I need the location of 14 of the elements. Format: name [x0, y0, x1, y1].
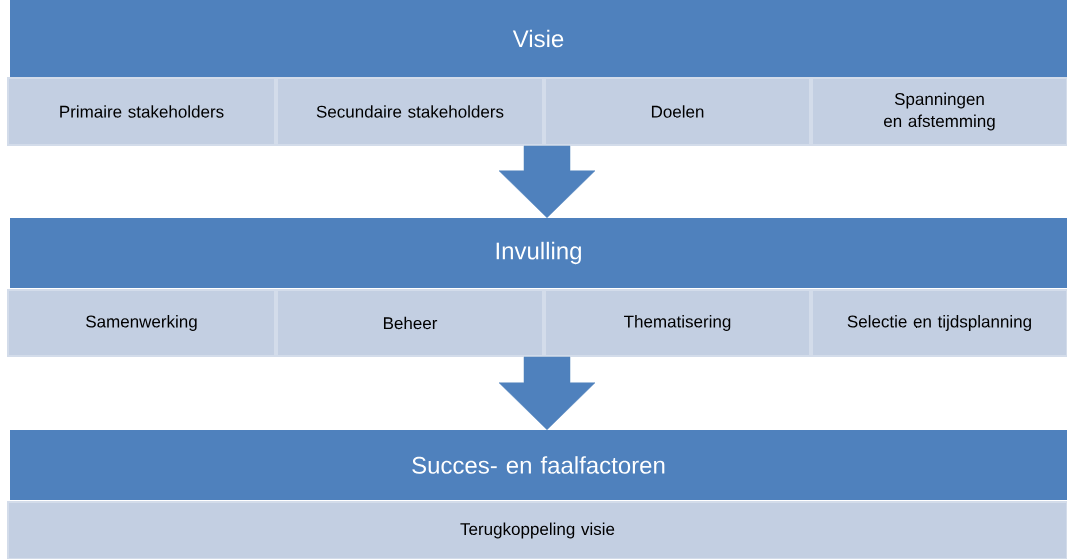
item-box: Beheer — [276, 289, 544, 357]
item-box: Spanningen en afstemming — [811, 77, 1067, 146]
block-arrow — [498, 145, 596, 219]
item-box: Selectie en tijdsplanning — [811, 289, 1067, 357]
item-box: Primaire stakeholders — [7, 77, 276, 146]
item-box: Secundaire stakeholders — [276, 77, 544, 146]
item-box: Samenwerking — [7, 289, 276, 357]
heading-band: Succes- en faalfactoren — [10, 430, 1067, 500]
heading-band: Visie — [10, 0, 1067, 77]
item-box: Doelen — [544, 77, 811, 146]
block-arrow — [498, 356, 596, 431]
item-box: Thematisering — [544, 289, 811, 357]
heading-band: Invulling — [10, 218, 1067, 288]
item-box: Terugkoppeling visie — [7, 501, 1067, 559]
